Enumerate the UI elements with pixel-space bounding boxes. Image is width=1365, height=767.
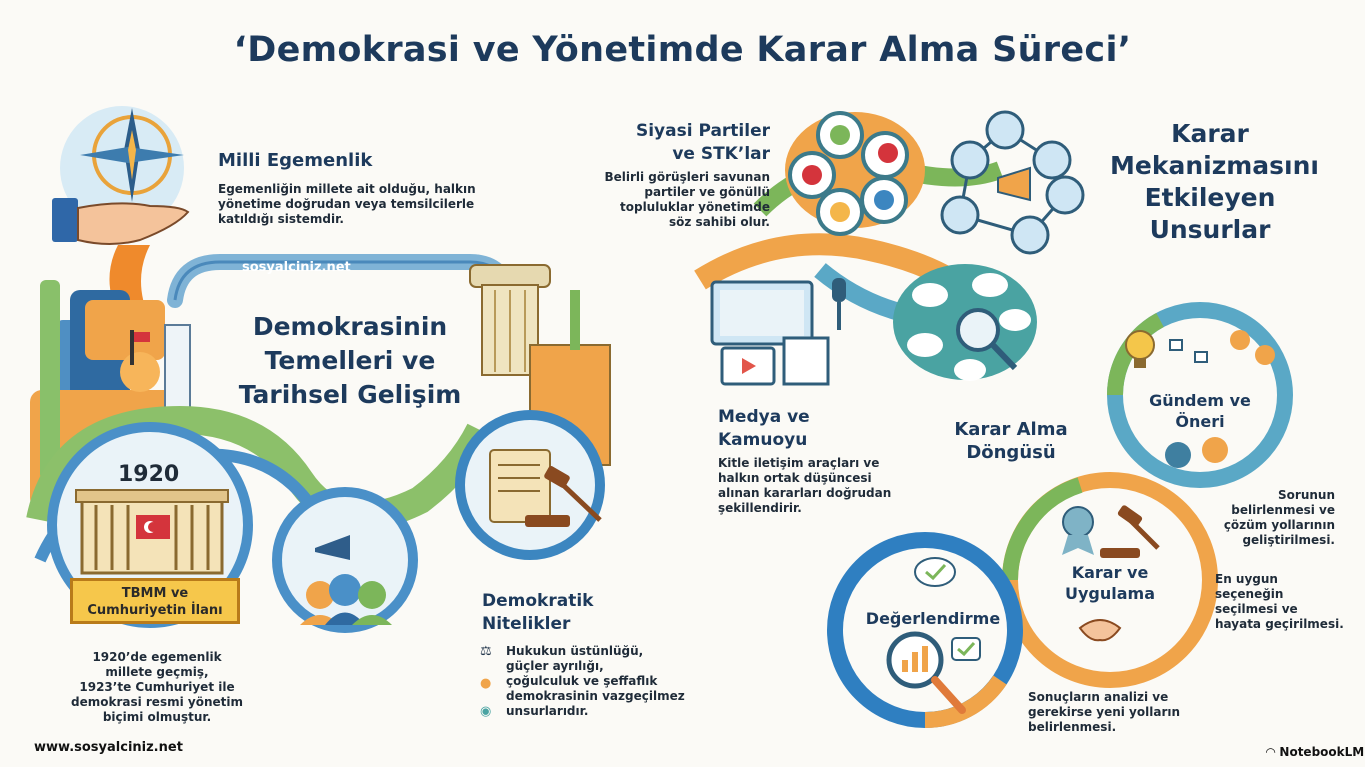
badge-icon: ◉: [480, 704, 492, 719]
tbmm-banner: TBMM ve Cumhuriyetin İlanı: [70, 578, 240, 624]
heading-line: Siyasi Partiler: [635, 121, 770, 141]
text-line: hayata geçirilmesi.: [1215, 617, 1344, 631]
text-line: seçilmesi ve: [1215, 602, 1298, 616]
text-line: Sorunun: [1278, 488, 1335, 502]
text-line: alınan kararları doğrudan: [718, 486, 892, 500]
compass-icon: [60, 106, 184, 230]
text-line: Sonuçların analizi ve: [1028, 690, 1169, 704]
milli-egemenlik-heading: Milli Egemenlik: [218, 150, 373, 171]
karar-alma-dongusu-heading: Karar Alma Döngüsü: [936, 418, 1086, 464]
media-devices-icon: [710, 278, 846, 386]
label-line: Karar ve: [1071, 563, 1149, 582]
notebooklm-brand: ◠ NotebookLM: [1266, 745, 1364, 759]
party-logos-icon: [785, 111, 925, 236]
karar-mekanizmasi-heading: Karar Mekanizmasını Etkileyen Unsurlar: [1110, 118, 1319, 246]
speech-bubbles-icon: [893, 264, 1037, 381]
notebooklm-logo-icon: ◠: [1266, 745, 1280, 759]
gavel-scroll-icon: [455, 410, 605, 560]
text-line: belirlenmesi ve: [1231, 503, 1335, 517]
footer-url: www.sosyalciniz.net: [34, 740, 183, 755]
gundem-text: Sorunun belirlenmesi ve çözüm yollarının…: [1210, 488, 1335, 548]
banner-line: TBMM ve: [121, 586, 189, 601]
text-line: güçler ayrılığı,: [506, 659, 604, 673]
karar-uygulama-text: En uygun seçeneğin seçilmesi ve hayata g…: [1215, 572, 1345, 632]
heading-line: Tarihsel Gelişim: [238, 380, 462, 409]
text-line: çözüm yollarının: [1223, 518, 1335, 532]
text-line: geliştirilmesi.: [1242, 533, 1335, 547]
brand-label: NotebookLM: [1279, 745, 1365, 759]
scales-icon: ⚖: [480, 644, 492, 659]
degerlendirme-text: Sonuçların analizi ve gerekirse yeni yol…: [1028, 690, 1208, 735]
text-line: En uygun: [1215, 572, 1278, 586]
heading-line: Kamuoyu: [718, 430, 808, 450]
text-line: Egemenliğin millete ait olduğu, halkın: [218, 182, 476, 196]
gundem-label: Gündem ve Öneri: [1140, 390, 1260, 432]
text-line: biçimi olmuştur.: [102, 710, 212, 724]
text-line: unsurlarıdır.: [506, 704, 589, 718]
banner-line: Cumhuriyetin İlanı: [87, 603, 223, 618]
medya-text: Kitle iletişim araçları ve halkın ortak …: [718, 456, 918, 516]
medya-heading: Medya ve Kamuoyu: [718, 406, 810, 452]
heading-line: ve STK’lar: [672, 144, 770, 164]
text-line: 1923’te Cumhuriyet ile: [79, 680, 235, 694]
text-line: gerekirse yeni yolların: [1028, 705, 1181, 719]
watermark: sosyalciniz.net: [242, 260, 351, 275]
text-line: seçeneğin: [1215, 587, 1284, 601]
demokratik-nitelikler-heading: Demokratik Nitelikler: [482, 590, 593, 636]
karar-uygulama-label: Karar ve Uygulama: [1050, 562, 1170, 604]
heading-line: Demokratik: [482, 591, 594, 611]
text-line: millete geçmiş,: [105, 665, 209, 679]
heading-line: Mekanizmasını: [1110, 151, 1319, 180]
text-line: belirlenmesi.: [1028, 720, 1117, 734]
heading-line: Karar Alma: [954, 419, 1068, 440]
hand-icon: [52, 198, 190, 245]
history-text: 1920’de egemenlik millete geçmiş, 1923’t…: [62, 650, 252, 725]
text-line: demokrasinin vazgeçilmez: [506, 689, 685, 703]
heading-line: Karar: [1171, 119, 1249, 148]
analysis-icon: [886, 557, 981, 714]
network-people-icon: [940, 110, 1085, 255]
label-line: Öneri: [1175, 412, 1225, 431]
center-heading: Demokrasinin Temelleri ve Tarihsel Geliş…: [220, 310, 480, 412]
heading-line: Nitelikler: [482, 614, 571, 634]
siyasi-partiler-heading: Siyasi Partiler ve STK’lar: [620, 120, 770, 166]
heading-line: Unsurlar: [1149, 215, 1271, 244]
group-icon: ●: [480, 676, 492, 691]
degerlendirme-label: Değerlendirme: [865, 609, 1001, 628]
text-line: katıldığı sistemdir.: [218, 212, 344, 226]
handshake-icon: [1078, 619, 1122, 642]
heading-line: Etkileyen: [1144, 183, 1276, 212]
text-line: Kitle iletişim araçları ve: [718, 456, 880, 470]
label-line: Gündem ve: [1149, 391, 1251, 410]
people-megaphone-icon: [272, 487, 418, 633]
text-line: şekillendirir.: [718, 501, 802, 515]
siyasi-partiler-text: Belirli görüşleri savunan partiler ve gö…: [598, 170, 770, 230]
medal-gavel-icon: [1062, 505, 1160, 558]
text-line: partiler ve gönüllü: [644, 185, 770, 199]
text-line: çoğulculuk ve şeffaflık: [506, 674, 658, 688]
heading-line: Döngüsü: [966, 442, 1056, 463]
demokratik-nitelikler-text: Hukukun üstünlüğü, güçler ayrılığı, çoğu…: [506, 644, 706, 719]
text-line: söz sahibi olur.: [669, 215, 770, 229]
text-line: 1920’de egemenlik: [92, 650, 222, 664]
text-line: halkın ortak düşüncesi: [718, 471, 872, 485]
label-line: Uygulama: [1064, 584, 1155, 603]
heading-line: Demokrasinin: [252, 312, 448, 341]
text-line: topluluklar yönetimde: [620, 200, 770, 214]
text-line: demokrasi resmi yönetim: [70, 695, 243, 709]
milli-egemenlik-text: Egemenliğin millete ait olduğu, halkın y…: [218, 182, 488, 227]
text-line: Belirli görüşleri savunan: [604, 170, 770, 184]
text-line: Hukukun üstünlüğü,: [506, 644, 644, 658]
text-line: yönetime doğrudan veya temsilcilerle: [218, 197, 475, 211]
year-label: 1920: [118, 462, 180, 487]
lightbulb-gears-icon: [1125, 330, 1275, 468]
heading-line: Medya ve: [718, 407, 810, 427]
page-title: ‘Demokrasi ve Yönetimde Karar Alma Sürec…: [233, 30, 1132, 70]
heading-line: Temelleri ve: [264, 346, 436, 375]
